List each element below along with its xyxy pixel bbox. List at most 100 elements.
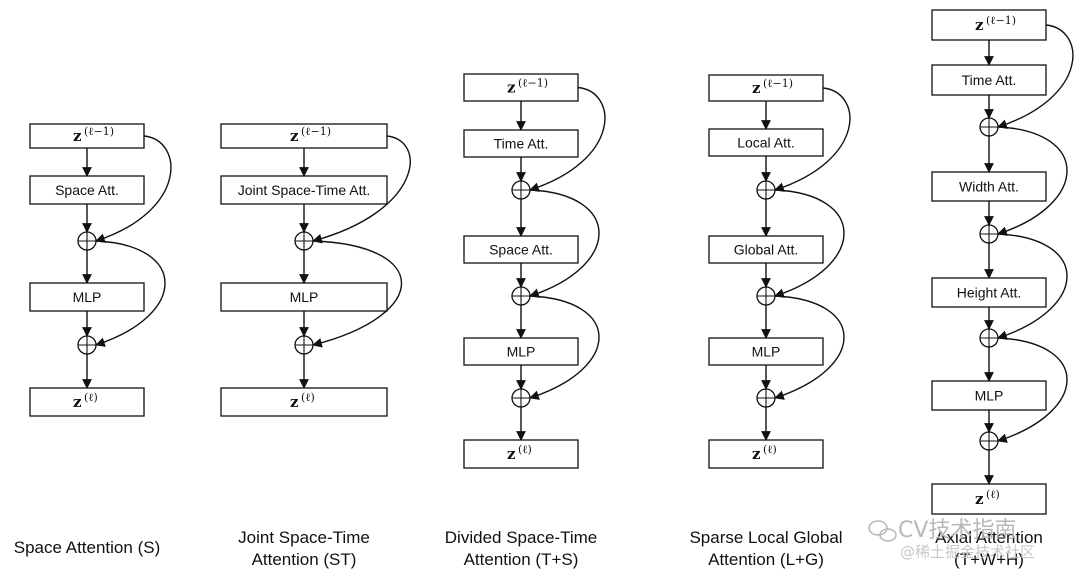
z-superscript: (ℓ) — [986, 488, 1000, 501]
wechat-icon — [868, 520, 897, 542]
z-superscript: (ℓ−1) — [986, 14, 1016, 27]
block-label: MLP — [73, 289, 102, 305]
skip-connection-arrow — [997, 126, 1068, 236]
z-symbol: z — [290, 393, 299, 411]
input-node: z(ℓ−1) — [708, 74, 824, 102]
skip-connection-arrow — [95, 240, 166, 347]
block-label: Time Att. — [494, 136, 549, 152]
input-node: z(ℓ−1) — [29, 123, 145, 149]
block-label: MLP — [975, 388, 1004, 404]
caption-line: Attention (T+S) — [464, 550, 579, 569]
output-node: z(ℓ) — [931, 483, 1047, 515]
caption-line: Attention (ST) — [252, 550, 357, 569]
output-node: z(ℓ) — [463, 439, 579, 469]
output-node: z(ℓ) — [220, 387, 388, 417]
attention-block: Space Att. — [463, 235, 579, 264]
skip-connection-arrow — [312, 135, 411, 244]
block-label: Time Att. — [962, 72, 1017, 88]
attention-block: Space Att. — [29, 175, 145, 205]
z-symbol: z — [507, 79, 516, 97]
residual-add-node — [294, 335, 314, 355]
output-node: z(ℓ) — [29, 387, 145, 417]
attention-block: MLP — [931, 380, 1047, 411]
z-symbol: z — [975, 16, 984, 34]
block-label: Width Att. — [959, 179, 1019, 195]
skip-connection-arrow — [529, 295, 600, 400]
z-superscript: (ℓ) — [301, 391, 315, 404]
block-label: Space Att. — [489, 242, 553, 258]
z-superscript: (ℓ−1) — [763, 77, 793, 90]
residual-add-node — [756, 180, 776, 200]
caption-line: Joint Space-Time — [238, 528, 370, 547]
attention-block: Joint Space-Time Att. — [220, 175, 388, 205]
residual-add-node — [756, 286, 776, 306]
block-label: Global Att. — [734, 242, 799, 258]
z-symbol: z — [73, 393, 82, 411]
residual-add-node — [77, 335, 97, 355]
z-superscript: (ℓ−1) — [518, 77, 548, 90]
skip-connection-arrow — [312, 240, 403, 348]
z-symbol: z — [752, 445, 761, 463]
block-label: Local Att. — [737, 135, 795, 151]
attention-block: Height Att. — [931, 277, 1047, 308]
attention-block: MLP — [463, 337, 579, 366]
attention-block: Time Att. — [931, 64, 1047, 96]
block-label: MLP — [507, 344, 536, 360]
input-node: z(ℓ−1) — [931, 9, 1047, 41]
attention-block: Width Att. — [931, 171, 1047, 202]
input-node: z(ℓ−1) — [220, 123, 388, 149]
caption-axial: Axial Attention (T+W+H) — [935, 528, 1043, 569]
output-node: z(ℓ) — [708, 439, 824, 469]
residual-add-node — [511, 286, 531, 306]
residual-add-node — [979, 328, 999, 348]
z-superscript: (ℓ−1) — [84, 125, 114, 138]
z-symbol: z — [507, 445, 516, 463]
watermark-main-text: CV技术指南 — [898, 518, 1016, 543]
caption-line: Attention (L+G) — [708, 550, 824, 569]
watermark: CV技术指南 @稀土掘金技术社区 — [868, 518, 1035, 561]
skip-connection-arrow — [774, 295, 845, 400]
caption-line: Divided Space-Time — [445, 528, 597, 547]
residual-add-node — [511, 388, 531, 408]
attention-block: MLP — [220, 282, 388, 312]
caption-line: Axial Attention — [935, 528, 1043, 547]
block-label: Joint Space-Time Att. — [238, 182, 371, 198]
skip-connection-arrow — [774, 189, 845, 298]
skip-connection-arrow — [997, 337, 1068, 443]
z-superscript: (ℓ) — [84, 391, 98, 404]
skip-connection-arrow — [997, 24, 1074, 129]
caption-line: Space Attention (S) — [14, 538, 160, 557]
skip-connection-arrow — [529, 86, 606, 192]
z-symbol: z — [290, 127, 299, 145]
residual-add-node — [294, 231, 314, 251]
attention-block: MLP — [708, 337, 824, 366]
block-label: MLP — [290, 289, 319, 305]
watermark-sub-text: @稀土掘金技术社区 — [900, 543, 1035, 561]
z-symbol: z — [73, 127, 82, 145]
skip-connection-arrow — [774, 87, 851, 192]
block-label: Space Att. — [55, 182, 119, 198]
z-superscript: (ℓ−1) — [301, 125, 331, 138]
residual-add-node — [756, 388, 776, 408]
residual-add-node — [511, 180, 531, 200]
block-label: MLP — [752, 344, 781, 360]
residual-add-node — [979, 431, 999, 451]
residual-add-node — [77, 231, 97, 251]
attention-block: Local Att. — [708, 128, 824, 157]
skip-connection-arrow — [529, 189, 600, 298]
residual-add-node — [979, 224, 999, 244]
caption-space: Space Attention (S) — [14, 538, 160, 557]
skip-connection-arrow — [997, 233, 1068, 340]
caption-line: Sparse Local Global — [689, 528, 842, 547]
caption-line: (T+W+H) — [954, 550, 1024, 569]
block-label: Height Att. — [957, 285, 1022, 301]
z-superscript: (ℓ) — [518, 443, 532, 456]
